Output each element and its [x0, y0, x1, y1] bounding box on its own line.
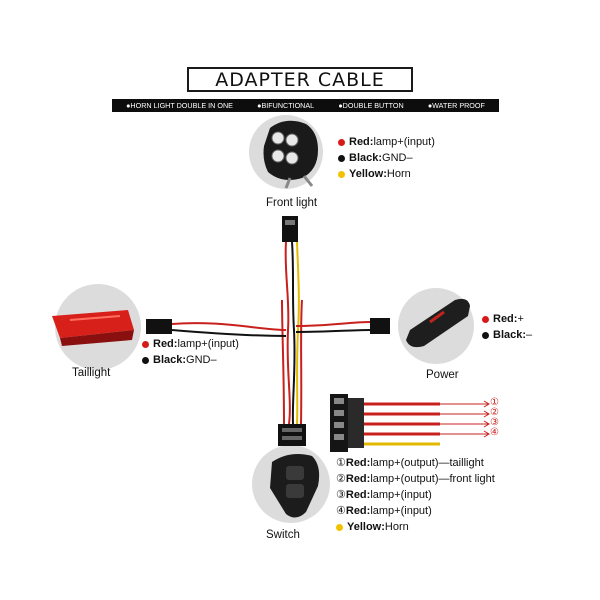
pin-number-4: ④ [490, 428, 502, 438]
battery-icon [406, 299, 470, 347]
pin-numbers: ① ② ③ ④ [490, 398, 502, 446]
switch-label: Switch [266, 529, 300, 541]
black-dot-icon [338, 155, 345, 162]
pin-number-label: ④ [336, 503, 346, 519]
pin-number-label: ② [336, 471, 346, 487]
power-legend: Red:+ Black:– [482, 311, 532, 343]
black-dot-icon [482, 332, 489, 339]
taillight-label: Taillight [72, 367, 110, 379]
legend-row: Black:GND– [142, 352, 239, 368]
legend-row: Red:lamp+(input) [338, 134, 435, 150]
switch-connector [278, 424, 306, 446]
red-dot-icon [482, 316, 489, 323]
legend-row: Red:+ [482, 311, 532, 327]
black-dot-icon [142, 357, 149, 364]
taillight-connector [146, 319, 172, 334]
yellow-dot-icon [336, 524, 343, 531]
power-connector [370, 318, 390, 334]
taillight-legend: Red:lamp+(input) Black:GND– [142, 336, 239, 368]
front-light-legend: Red:lamp+(input) Black:GND– Yellow:Horn [338, 134, 435, 182]
pin-number-label: ① [336, 455, 346, 471]
red-dot-icon [142, 341, 149, 348]
switch-icon [270, 454, 319, 518]
pinout-connector [330, 394, 364, 452]
power-label: Power [426, 369, 459, 381]
yellow-dot-icon [338, 171, 345, 178]
legend-row: Red:lamp+(input) [142, 336, 239, 352]
front-light-label: Front light [266, 197, 317, 209]
pin-number-label: ③ [336, 487, 346, 503]
legend-row: Yellow:Horn [336, 519, 495, 535]
front-light-icon [264, 121, 319, 188]
legend-row: Black:– [482, 327, 532, 343]
taillight-icon [52, 310, 134, 346]
front-connector [282, 216, 298, 242]
legend-row: Black:GND– [338, 150, 435, 166]
legend-row: Yellow:Horn [338, 166, 435, 182]
red-dot-icon [338, 139, 345, 146]
